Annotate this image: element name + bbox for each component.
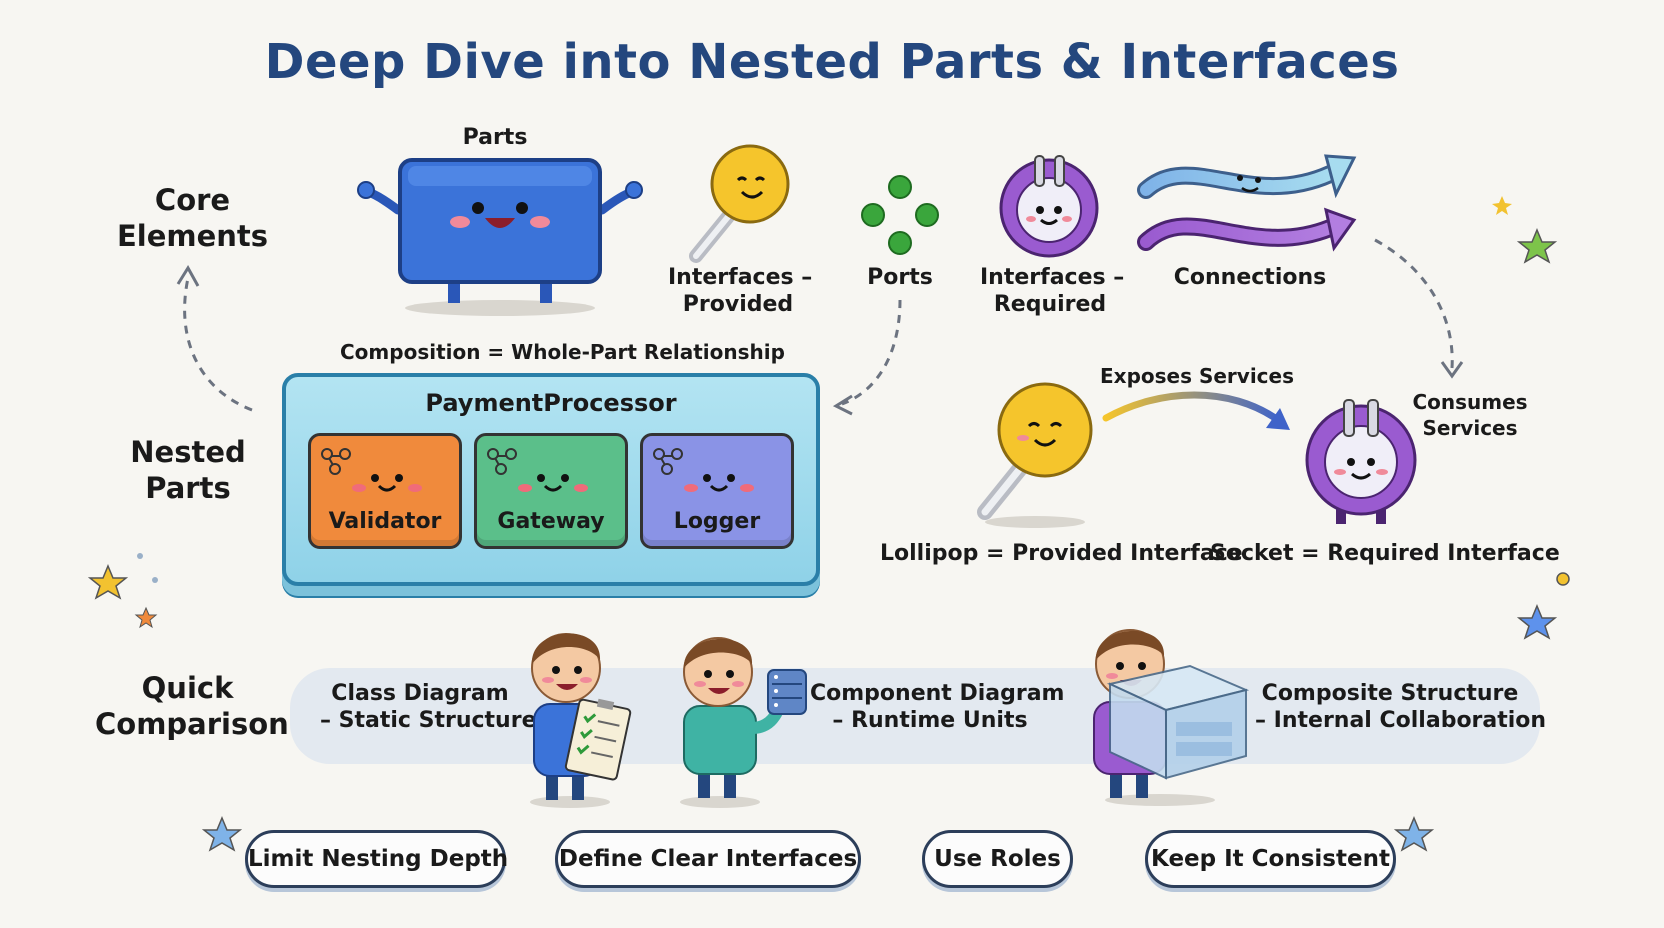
- part-validator-label: Validator: [328, 509, 442, 534]
- component-diagram-label-line1: Component Diagram: [810, 681, 1065, 706]
- consumes-services-label-line2: Services: [1422, 416, 1518, 440]
- exposes-services-label: Exposes Services: [1100, 364, 1295, 388]
- payment-processor-container: PaymentProcessor Validator Gateway: [282, 373, 820, 586]
- composite-structure-label-line2: – Internal Collaboration: [1255, 708, 1547, 733]
- part-logger: Logger: [640, 433, 794, 549]
- person-box-icon: [1093, 629, 1250, 806]
- face-icon: [518, 474, 588, 492]
- interfaces-required-label-line1: Interfaces –: [980, 265, 1125, 290]
- part-gateway-label: Gateway: [497, 509, 605, 534]
- interfaces-required-label-line2: Required: [993, 292, 1107, 317]
- socket-large-icon: [1305, 399, 1417, 524]
- connections-label: Connections: [1173, 265, 1327, 290]
- lollipop-icon: [689, 144, 790, 263]
- tip-limit-nesting-depth[interactable]: Limit Nesting Depth: [245, 830, 508, 888]
- tip-define-clear-interfaces[interactable]: Define Clear Interfaces: [555, 830, 861, 888]
- part-block-icon: [357, 158, 643, 316]
- tip-keep-it-consistent[interactable]: Keep It Consistent: [1145, 830, 1396, 888]
- person-server-icon: [680, 637, 807, 808]
- section-nested-parts: Nested Parts: [130, 435, 246, 505]
- section-quick-comparison: Quick Comparison: [95, 671, 289, 741]
- connections-icon: [1137, 154, 1357, 252]
- face-icon: [352, 474, 422, 492]
- lollipop-large-icon: [977, 382, 1093, 528]
- page-title: Deep Dive into Nested Parts & Interfaces: [264, 34, 1400, 90]
- exposes-arrow-icon: [1102, 391, 1290, 430]
- section-core-elements: Core Elements: [116, 183, 269, 253]
- interfaces-provided-label-line1: Interfaces –: [668, 265, 813, 290]
- tip-use-roles[interactable]: Use Roles: [922, 830, 1073, 888]
- socket-icon: [999, 155, 1099, 258]
- parts-label: Parts: [462, 125, 528, 150]
- person-clipboard-icon: [530, 633, 632, 808]
- ports-icon: [861, 175, 939, 255]
- class-diagram-label-line2: – Static Structure: [320, 708, 537, 733]
- ports-label: Ports: [867, 265, 933, 290]
- comparison-band: [290, 668, 1540, 764]
- payment-processor-title: PaymentProcessor: [425, 389, 677, 417]
- interfaces-provided-label-line2: Provided: [682, 292, 794, 317]
- part-logger-label: Logger: [673, 509, 761, 534]
- composite-structure-label-line1: Composite Structure: [1261, 681, 1519, 706]
- network-icon: [487, 448, 517, 475]
- part-validator: Validator: [308, 433, 462, 549]
- part-gateway: Gateway: [474, 433, 628, 549]
- network-icon: [321, 448, 351, 475]
- lollipop-legend: Lollipop = Provided Interface: [880, 541, 1243, 566]
- class-diagram-label-line1: Class Diagram: [331, 681, 509, 706]
- network-icon: [653, 448, 683, 475]
- consumes-services-label-line1: Consumes: [1412, 390, 1528, 414]
- component-diagram-label-line2: – Runtime Units: [832, 708, 1028, 733]
- composition-label: Composition = Whole-Part Relationship: [340, 340, 785, 364]
- face-icon: [684, 474, 754, 492]
- socket-legend: Socket = Required Interface: [1210, 541, 1560, 566]
